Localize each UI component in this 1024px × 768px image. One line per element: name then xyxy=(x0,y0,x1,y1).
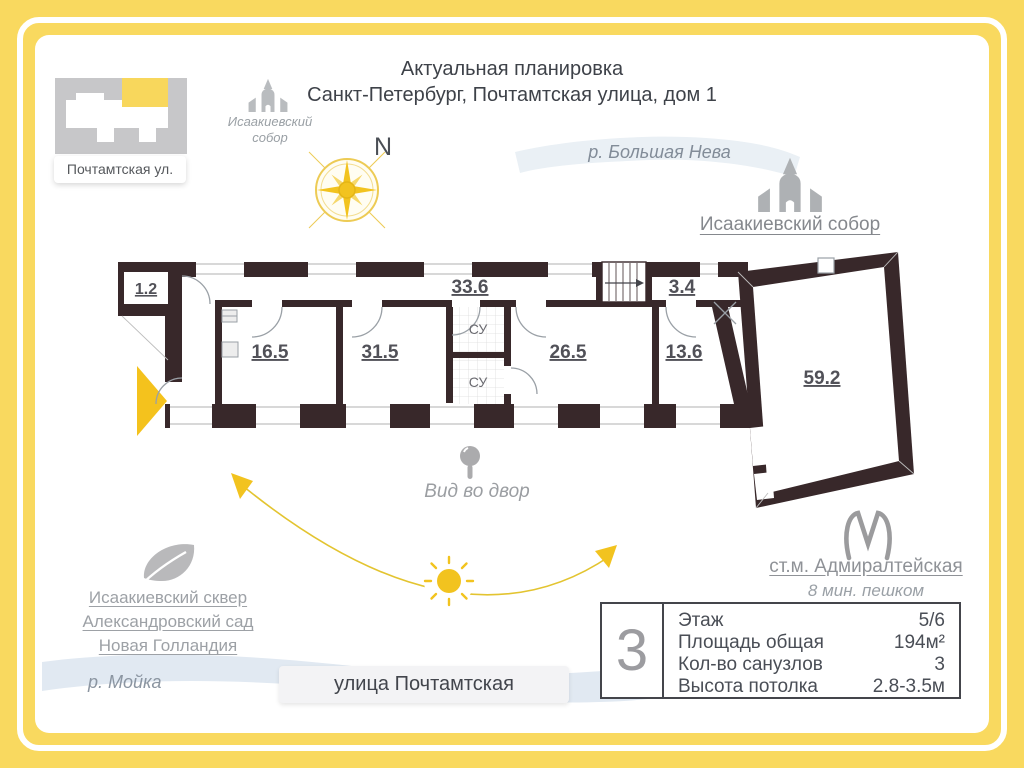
rooms-count-number: 3 xyxy=(602,604,664,697)
label-entry-hall: 1.2 xyxy=(135,281,157,298)
title-line-2: Санкт-Петербург, Почтамтская улица, дом … xyxy=(307,84,717,106)
river-neva-ribbon xyxy=(515,136,800,177)
metro-station-label[interactable]: ст.м. Адмиралтейская xyxy=(769,556,963,577)
logo-street-pill: Почтамтская ул. xyxy=(54,156,186,183)
stairs xyxy=(601,261,647,303)
metro-block: ст.м. Адмиралтейская 8 мин. пешком xyxy=(740,556,992,601)
parks-links: Исаакиевский сквер Александровский сад Н… xyxy=(54,586,282,658)
park-link-2[interactable]: Александровский сад xyxy=(82,612,254,631)
arc-arrowhead-right xyxy=(595,545,617,568)
label-room-16-5: 16.5 xyxy=(252,342,289,363)
info-rows: Этаж 5/6 Площадь общая 194м² Кол-во сану… xyxy=(664,604,959,697)
label-hall: 3.4 xyxy=(669,277,696,298)
corner-marks xyxy=(121,251,915,509)
metro-logo-icon xyxy=(844,510,892,561)
river-neva-label: р. Большая Нева xyxy=(588,142,731,162)
info-row-floor: Этаж 5/6 xyxy=(678,610,945,631)
sun-icon xyxy=(423,555,475,607)
window-59-2 xyxy=(817,257,835,274)
label-wc-top: СУ xyxy=(469,321,488,337)
cathedral-small-label: Исаакиевский собор xyxy=(227,114,313,145)
label-room-59-2: 59.2 xyxy=(804,368,841,389)
windows-bottom xyxy=(170,403,720,429)
park-link-3[interactable]: Новая Голландия xyxy=(98,636,238,655)
info-row-area: Площадь общая 194м² xyxy=(678,632,945,653)
leaf-icon xyxy=(139,544,195,587)
label-wc-bottom: СУ xyxy=(469,374,488,390)
wc-bottom-tiles xyxy=(453,358,504,404)
arc-arrowhead-left xyxy=(231,473,253,499)
title-line-1: Актуальная планировка xyxy=(400,58,624,80)
metro-walk-label: 8 мин. пешком xyxy=(807,581,925,600)
entrance-arrow xyxy=(137,366,167,436)
courtyard-view-label: Вид во двор xyxy=(424,481,530,502)
label-room-31-5: 31.5 xyxy=(362,342,399,363)
river-moyka-label: р. Мойка xyxy=(88,672,162,692)
label-room-13-6: 13.6 xyxy=(666,342,703,363)
door-arcs xyxy=(155,275,737,405)
park-link-1[interactable]: Исаакиевский сквер xyxy=(88,588,248,607)
floor-plan: 1.2 33.6 3.4 16.5 31.5 26.5 13.6 59.2 СУ… xyxy=(118,251,915,509)
compass-north-label: N xyxy=(374,133,392,161)
street-name-pill: улица Почтамтская xyxy=(279,666,569,703)
cathedral-large-label[interactable]: Исаакиевский собор xyxy=(699,214,881,235)
compass-icon xyxy=(308,151,386,229)
logo-graphic xyxy=(55,78,187,154)
info-box: 3 Этаж 5/6 Площадь общая 194м² Кол-во са… xyxy=(600,602,961,699)
label-corridor: 33.6 xyxy=(452,277,489,298)
frame-border xyxy=(17,17,1007,751)
radiators xyxy=(221,309,239,358)
info-row-ceiling: Высота потолка 2.8-3.5м xyxy=(678,676,945,697)
label-room-26-5: 26.5 xyxy=(550,342,587,363)
page-title: Актуальная планировка Санкт-Петербург, П… xyxy=(0,56,1024,108)
info-row-bathrooms: Кол-во санузлов 3 xyxy=(678,654,945,675)
pin-icon xyxy=(460,446,480,479)
windows-top xyxy=(196,261,718,278)
